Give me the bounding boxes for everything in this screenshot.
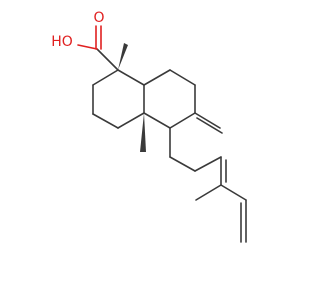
carboxylic-acid-group: O HO — [51, 10, 119, 71]
hydroxyl-label: HO — [51, 34, 73, 50]
wedge-bond-c4a-methyl — [140, 113, 146, 152]
bond-c14-c15 — [220, 184, 247, 201]
bond-c4-c4a — [117, 112, 145, 129]
bond-c8a-c8 — [143, 69, 171, 86]
bond-c11-c12 — [169, 156, 196, 172]
carbonyl-oxygen-label: O — [93, 10, 104, 26]
bond-c1-carboxyl — [96, 48, 119, 71]
bond-c3-c4 — [92, 113, 119, 129]
ring-a — [92, 69, 145, 129]
side-chain — [169, 127, 247, 243]
bond-c8a-c1 — [117, 69, 145, 86]
methylene-group — [194, 112, 223, 134]
bond-methylene-2 — [196, 117, 223, 134]
molecule-structure: O HO — [51, 10, 247, 243]
bond-c8-c7 — [169, 69, 196, 86]
bond-hydroxyl — [77, 44, 98, 50]
bond-c1-c2 — [92, 69, 119, 86]
bond-c14-methyl — [195, 184, 222, 201]
bond-c5-c4a — [143, 112, 171, 129]
wedge-bond-c1-methyl — [118, 43, 128, 70]
ring-b — [143, 69, 196, 129]
bond-c6-c5 — [169, 112, 196, 129]
bond-methylene-1 — [194, 112, 221, 129]
bond-c12-c13 — [194, 156, 222, 172]
